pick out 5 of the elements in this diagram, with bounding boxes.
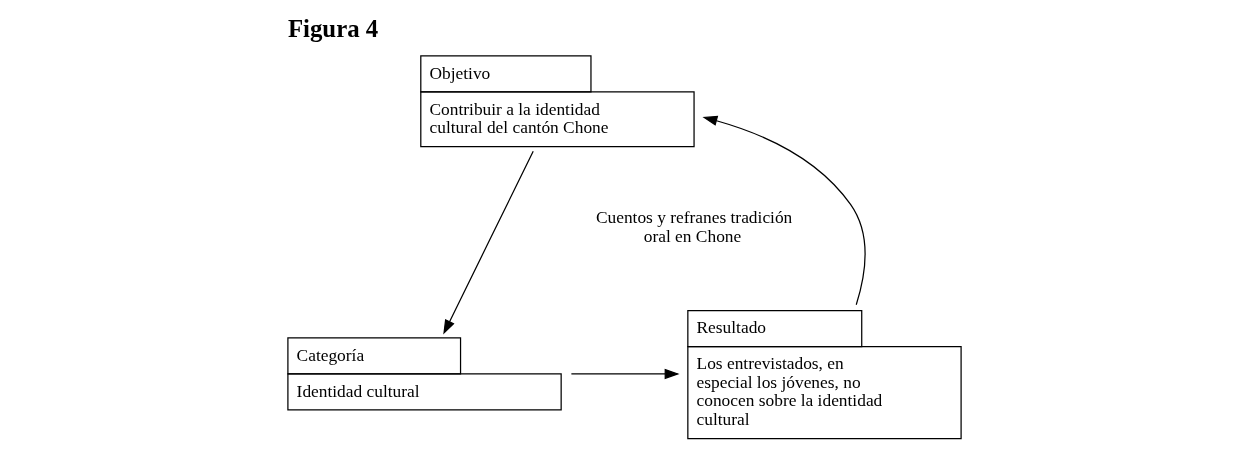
label: Cuentos y refranes tradición oral en Chone: [595, 208, 793, 246]
arrow: [443, 150, 534, 335]
arrow: [570, 368, 680, 380]
diagram-title: Figura 4: [287, 14, 379, 42]
arrow: [702, 115, 866, 306]
